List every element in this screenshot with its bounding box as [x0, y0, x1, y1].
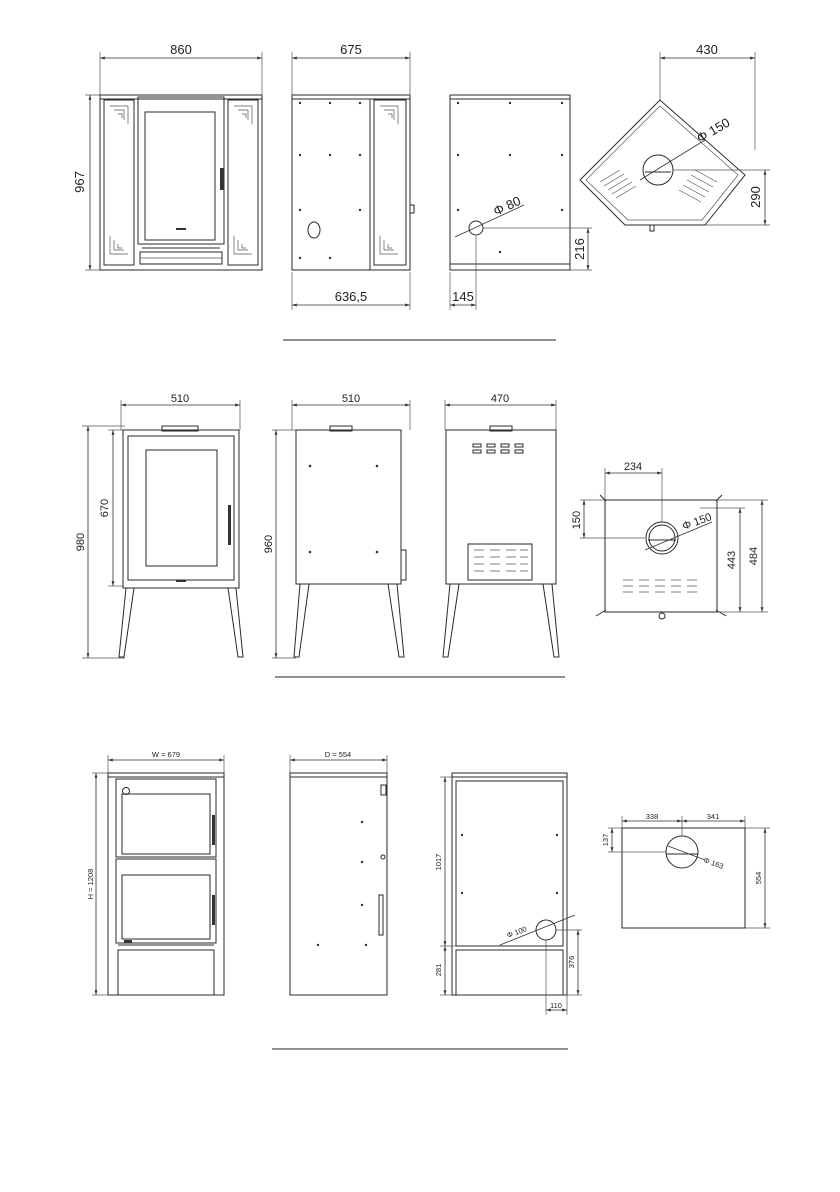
stove-2-front-view: 510 980 670	[75, 393, 243, 658]
stove-2-side-height-label: 960	[263, 535, 275, 553]
stove-3-width-label: W = 679	[152, 750, 180, 759]
stove-1-front-view: 860 967	[72, 42, 262, 270]
stove-2-top-depth-inner-label: 443	[726, 551, 738, 569]
stove-3-back-flue-diameter-label: Φ 100	[506, 924, 528, 940]
stove-2-depth-label: 510	[342, 393, 360, 405]
stove-2-side-view: 510 960	[263, 393, 410, 658]
stove-3-side-view: D = 554	[290, 750, 387, 995]
stove-3-top-flue-y-label: 137	[601, 834, 610, 847]
stove-2-top-depth-total-label: 484	[748, 547, 760, 565]
stove-1-back-flue-height-label: 216	[572, 238, 587, 260]
stove-1-top-flue-position-label: 290	[748, 186, 763, 208]
stove-3-back-view: Φ 100 1017 281 376 110	[434, 773, 582, 1015]
stove-3-back-base-height-label: 281	[434, 964, 443, 977]
stove-1-top-view: 430 Φ 150 290	[580, 42, 770, 231]
stove-3-height-label: H = 1208	[86, 869, 95, 900]
stove-2-top-view: 234 150 Φ 150 443 484	[571, 461, 768, 619]
stove-1-back-flue-diameter-label: Φ 80	[491, 193, 523, 219]
stove-1-back-flue-offset-label: 145	[452, 289, 474, 304]
stove-1-top-depth-label: 430	[696, 42, 718, 57]
stove-1-bottom-depth-label: 636,5	[335, 289, 368, 304]
stove-1-top-flue-diameter-label: Φ 150	[694, 115, 732, 146]
stove-3-top-left-label: 338	[646, 812, 659, 821]
stove-3-top-flue-diameter-label: Φ 163	[702, 855, 724, 871]
stove-2-inner-height-label: 670	[99, 499, 111, 517]
stove-3-top-view: 338 341 Φ 163 137 554	[601, 812, 770, 928]
stove-2-top-flue-y-label: 150	[571, 511, 583, 529]
stove-3-top-depth-label: 554	[754, 872, 763, 885]
stove-1-depth-label: 675	[340, 42, 362, 57]
stove-3-back-flue-center-height-label: 376	[567, 956, 576, 969]
stove-3-front-view: W = 679 H = 1208	[86, 750, 224, 995]
stove-2-back-view: 470	[443, 393, 559, 657]
stove-2-width-label: 510	[171, 393, 189, 405]
stove-1-side-view: 675 636,5	[292, 42, 414, 310]
stove-3-back-flue-height-label: 1017	[434, 854, 443, 871]
stove-2-height-label: 980	[75, 533, 87, 551]
stove-3-depth-label: D = 554	[325, 750, 351, 759]
stove-1-back-view: Φ 80 216 145	[450, 95, 592, 310]
stove-1-width-label: 860	[170, 42, 192, 57]
stove-2-top-flue-diameter-label: Φ 150	[681, 511, 713, 533]
stove-3-top-right-label: 341	[707, 812, 720, 821]
stove-1-height-label: 967	[72, 171, 87, 193]
stove-2-top-flue-x-label: 234	[624, 461, 642, 473]
stove-2-back-width-label: 470	[491, 393, 509, 405]
stove-3-back-flue-offset-label: 110	[550, 1001, 562, 1010]
